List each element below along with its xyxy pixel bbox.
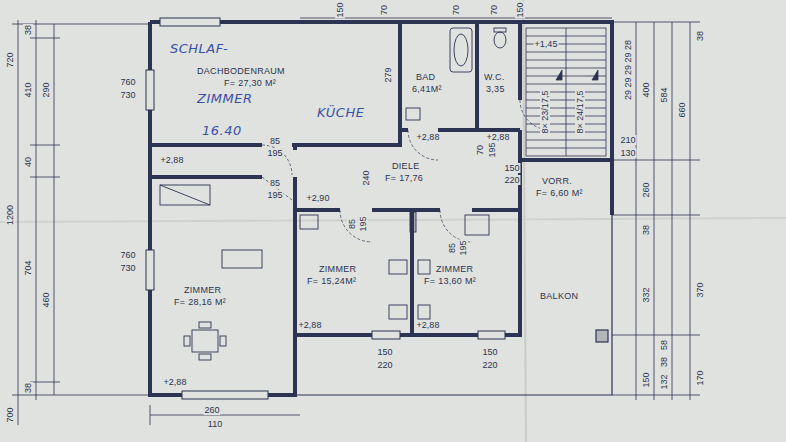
dimension-label: 85 (347, 218, 357, 230)
dimension-label: 70 (451, 4, 461, 16)
room: ZIMMER F= 28,16 M² (152, 179, 293, 393)
dimension-label: 260 (203, 405, 220, 415)
dimension-label: 70 (489, 4, 499, 16)
room-label: ZIMMER (319, 264, 356, 274)
dimension-label: 700 (5, 406, 15, 423)
dimension-label: 210 (619, 135, 636, 145)
dimension-label: 38 (641, 224, 651, 236)
dimension-label: 195 (266, 148, 283, 158)
dimension-label: 132 (659, 373, 669, 390)
room-label: 3,35 (486, 84, 505, 94)
dimension-label: 410 (23, 81, 33, 98)
dimension-label: +2,88 (160, 155, 185, 165)
dimension-label: 40 (23, 156, 33, 168)
dimension-label: 730 (119, 263, 136, 273)
room-label: ZIMMER (436, 264, 473, 274)
room-label: DACHBODENRAUM (197, 66, 285, 76)
dimension-label: 8× 24/17,5 (575, 90, 585, 135)
dimension-label: 760 (119, 250, 136, 260)
dimension-label: 150 (641, 371, 651, 388)
dimension-label: 85 (447, 242, 457, 254)
dimension-label: 195 (266, 190, 283, 200)
room: ZIMMER F= 15,24M² (297, 212, 410, 333)
dimension-label: 290 (41, 81, 51, 98)
dimension-label: +2,88 (416, 320, 441, 330)
room-label: BAD (416, 72, 435, 82)
dimension-label: 220 (481, 360, 498, 370)
dimension-label: 38 (23, 382, 33, 394)
dimension-label: +2,88 (416, 132, 441, 142)
dimension-label: 85 (269, 136, 281, 146)
dimension-label: 58 (659, 339, 669, 351)
room-label: ZIMMER (184, 285, 221, 295)
dimension-label: 38 (23, 24, 33, 36)
room: BAD 6,41M² (402, 24, 475, 128)
dimension-label: 8× 23/17,5 (540, 90, 550, 135)
room-label: DIELE (392, 161, 420, 171)
dimension-label: 760 (119, 77, 136, 87)
handwritten-note: KÜCHE (317, 106, 364, 120)
dimension-label: 130 (619, 148, 636, 158)
dimension-label: +2,88 (486, 132, 511, 142)
room: SCHLAF- DACHBODENRAUM F= 27,30 M² ZIMMER KÜC… (152, 24, 398, 143)
room-label: VORR. (542, 176, 572, 186)
dimension-label: 38 (659, 356, 669, 368)
dimension-label: 70 (475, 144, 485, 156)
room: BALKON (522, 217, 610, 393)
room-label: W.C. (484, 72, 505, 82)
dimension-label: 730 (119, 90, 136, 100)
dimension-label: 400 (641, 81, 651, 98)
dimension-label: 85 (269, 178, 281, 188)
dimension-label: 195 (458, 239, 468, 256)
dimension-label: 150 (503, 163, 520, 173)
room-label: F= 17,76 (385, 173, 423, 183)
dimension-label: 150 (376, 347, 393, 357)
dimension-label: 704 (23, 259, 33, 276)
dimension-label: 370 (695, 281, 705, 298)
room: ZIMMER F= 13,60 M² (414, 212, 518, 333)
dimension-label: 170 (695, 369, 705, 386)
dimension-label: 38 (695, 30, 705, 42)
room-label: F= 15,24M² (307, 276, 356, 286)
dimension-label: 220 (503, 175, 520, 185)
dimension-label: +1,45 (534, 39, 559, 49)
dimension-label: 460 (41, 291, 51, 308)
dimension-label: 720 (5, 51, 15, 68)
dimension-label: 240 (361, 169, 371, 186)
dimension-label: +2,90 (306, 193, 331, 203)
dimension-label: 70 (379, 4, 389, 16)
room-label: F= 28,16 M² (174, 297, 226, 307)
dimension-label: 150 (515, 1, 525, 18)
room: VORR. F= 6,60 M² (522, 162, 610, 212)
room-label: BALKON (540, 291, 578, 301)
dimension-label: 279 (383, 66, 393, 83)
dimension-label: +2,88 (298, 320, 323, 330)
dimension-label: 29 29 29 29 28 (623, 39, 633, 101)
dimension-label: 1200 (5, 204, 15, 226)
room-label: F= 6,60 M² (536, 188, 583, 198)
handwritten-note: 16.40 (202, 124, 242, 138)
handwritten-note: ZIMMER (197, 92, 252, 106)
dimension-label: +2,88 (163, 377, 188, 387)
room-label: 6,41M² (412, 84, 442, 94)
room-label: F= 27,30 M² (224, 78, 276, 88)
dimension-label: 110 (207, 419, 223, 429)
dimension-label: 150 (481, 347, 498, 357)
room-label: F= 13,60 M² (424, 276, 476, 286)
handwritten-note: SCHLAF- (170, 42, 228, 56)
dimension-label: 195 (358, 215, 368, 232)
dimension-label: 332 (641, 286, 651, 303)
dimension-label: 584 (659, 86, 669, 103)
room: W.C. 3,35 (479, 24, 518, 128)
dimension-label: 220 (376, 360, 393, 370)
dimension-label: 195 (487, 141, 497, 158)
dimension-label: 260 (641, 181, 651, 198)
dimension-label: 150 (335, 1, 345, 18)
dimension-label: 660 (677, 101, 687, 118)
